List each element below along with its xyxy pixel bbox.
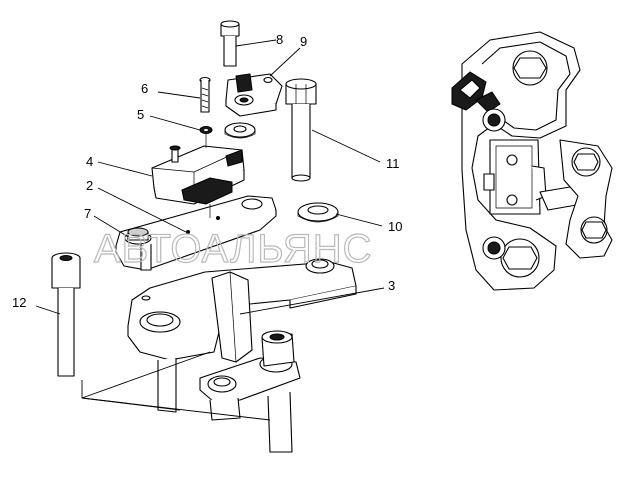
part-4-microswitch [151, 145, 245, 205]
callout-12: 12 [12, 295, 26, 310]
callout-5: 5 [137, 107, 144, 122]
callout-6: 6 [141, 81, 148, 96]
washer-upper [224, 122, 256, 139]
callout-9: 9 [300, 34, 307, 49]
part-9-bracket [225, 73, 283, 117]
callout-7: 7 [84, 206, 91, 221]
part-11-bolt [285, 78, 317, 182]
part-8-bolt [220, 20, 240, 67]
callout-8: 8 [276, 32, 283, 47]
callout-10: 10 [388, 219, 402, 234]
callout-2: 2 [86, 178, 93, 193]
watermark-text: АВТОАЛЬЯНС [94, 227, 372, 271]
callout-11: 11 [386, 156, 400, 171]
part-5-washer [199, 126, 213, 134]
part-10-washer [297, 202, 339, 223]
part-7-bolt [124, 227, 152, 301]
part-3-lever [127, 258, 357, 453]
part-12-bolt [51, 252, 81, 377]
installed-view [451, 31, 613, 291]
leader-lines [35, 39, 385, 315]
assembly-lines [81, 134, 271, 421]
callout-4: 4 [86, 154, 93, 169]
part-6-screw [199, 76, 211, 113]
callout-labels: 8 9 6 5 4 2 7 11 10 3 12 [12, 32, 402, 310]
callout-3: 3 [388, 278, 395, 293]
